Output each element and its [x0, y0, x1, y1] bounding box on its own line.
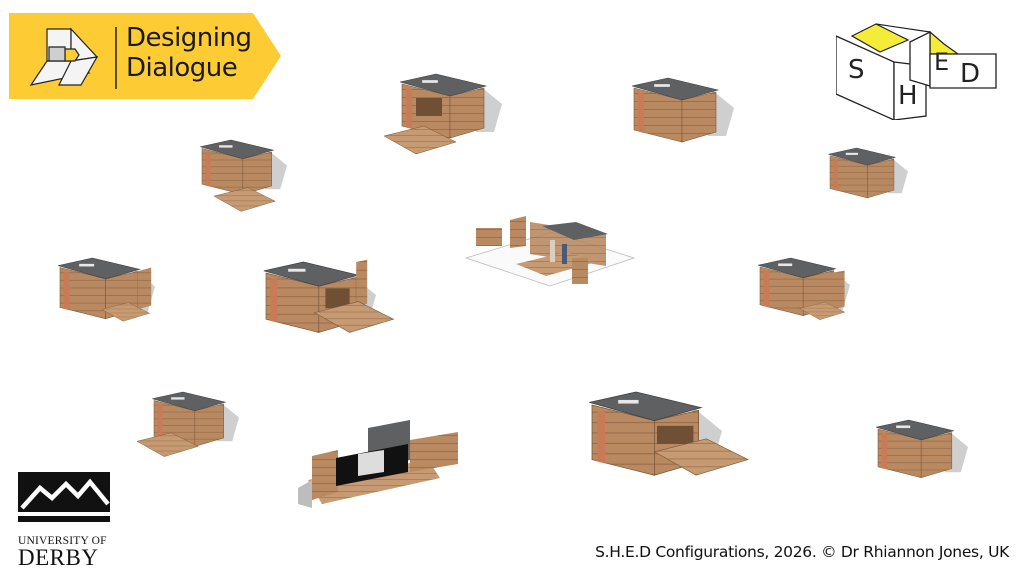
shed-illustration-5-site	[464, 216, 636, 287]
logo-banner-shape	[9, 13, 281, 99]
shed-illustration-6	[57, 257, 156, 322]
dd-mark-icon	[29, 27, 99, 86]
logo-line-1: Designing	[126, 23, 252, 53]
university-of-derby-logo: UNIVERSITY OF DERBY	[18, 472, 110, 569]
shed-illustration-3	[199, 139, 288, 212]
shed-illustration-1	[383, 73, 503, 155]
designing-dialogue-wordmark: Designing Dialogue	[126, 23, 252, 83]
logo-line-2: Dialogue	[126, 53, 238, 83]
university-line-2: DERBY	[18, 545, 99, 570]
copyright-caption: S.H.E.D Configurations, 2026. © Dr Rhian…	[595, 543, 1009, 561]
shed-illustration-12	[875, 419, 969, 479]
shed-illustration-8	[757, 257, 851, 320]
mountain-logo-icon	[18, 472, 110, 522]
shed-illustration-4	[828, 147, 909, 199]
svg-text:S: S	[848, 55, 865, 85]
svg-text:D: D	[960, 59, 980, 89]
shed-illustration-10-cinema	[298, 420, 458, 508]
svg-text:H: H	[898, 81, 918, 111]
shed-illustration-2	[631, 77, 735, 143]
designing-dialogue-logo: Designing Dialogue	[9, 13, 281, 99]
university-line-1: UNIVERSITY OF	[18, 535, 107, 547]
shed-logo: S H E D	[835, 12, 998, 122]
svg-text:E: E	[934, 48, 949, 76]
shed-illustration-11	[588, 391, 749, 476]
shed-illustration-7	[263, 259, 394, 333]
shed-illustration-9	[136, 391, 240, 457]
